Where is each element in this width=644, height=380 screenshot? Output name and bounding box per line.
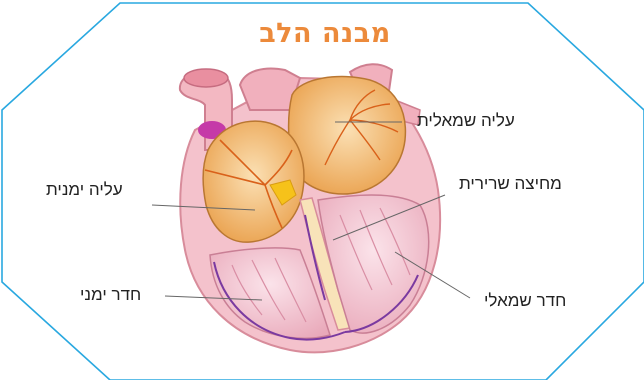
label-septum: מחיצה שרירית bbox=[459, 174, 562, 194]
label-right-atrium: עליה ימנית bbox=[46, 180, 123, 200]
label-left-atrium: עליה שמאלית bbox=[417, 111, 515, 131]
aorta-opening bbox=[184, 69, 228, 87]
label-left-ventricle: חדר שמאלי bbox=[484, 291, 566, 311]
label-right-ventricle: חדר ימני bbox=[80, 285, 141, 305]
left-atrium-chamber bbox=[289, 76, 406, 194]
